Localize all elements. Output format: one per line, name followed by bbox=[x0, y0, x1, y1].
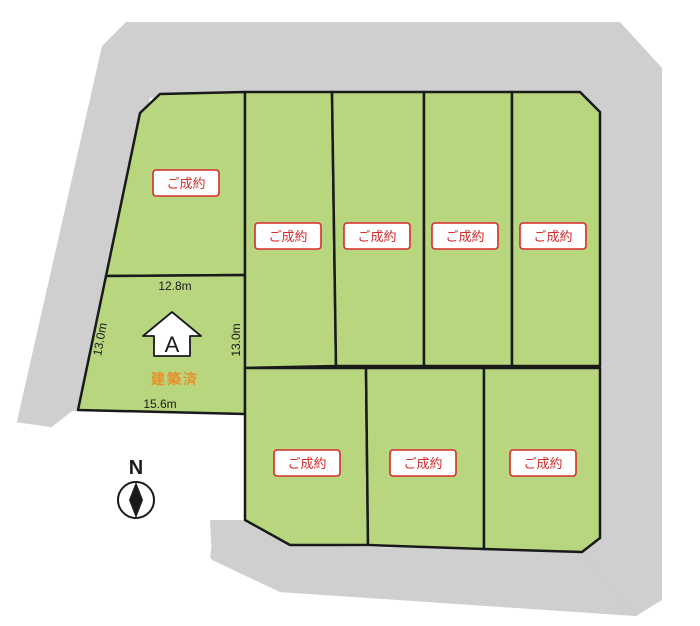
badge-label: ご成約 bbox=[268, 229, 307, 245]
road-south-curve bbox=[210, 520, 636, 616]
badge-label: ご成約 bbox=[166, 176, 205, 192]
badge-label: ご成約 bbox=[287, 456, 326, 472]
badge-label: ご成約 bbox=[445, 229, 484, 245]
badge-box bbox=[431, 222, 499, 250]
sold-badge: ご成約 bbox=[152, 169, 220, 197]
sold-badge: ご成約 bbox=[254, 222, 322, 250]
badge-box bbox=[273, 449, 341, 477]
dimension-bottom: 15.6m bbox=[143, 397, 176, 411]
badge-label: ご成約 bbox=[523, 456, 562, 472]
badge-box bbox=[343, 222, 411, 250]
sold-badge: ご成約 bbox=[273, 449, 341, 477]
compass-needle-icon bbox=[129, 482, 143, 518]
badge-box bbox=[389, 449, 457, 477]
house-icon bbox=[142, 311, 202, 357]
badge-box bbox=[519, 222, 587, 250]
sold-badge: ご成約 bbox=[431, 222, 499, 250]
badge-label: ご成約 bbox=[403, 456, 442, 472]
sold-badge: ご成約 bbox=[509, 449, 577, 477]
compass: N bbox=[117, 457, 155, 519]
sold-badge: ご成約 bbox=[343, 222, 411, 250]
badge-box bbox=[152, 169, 220, 197]
sold-badge: ご成約 bbox=[519, 222, 587, 250]
status-label: 建築済 bbox=[151, 371, 199, 388]
lot-name: A bbox=[165, 332, 180, 357]
badge-box bbox=[254, 222, 322, 250]
badge-label: ご成約 bbox=[533, 229, 572, 245]
dimension-right: 13.0m bbox=[229, 323, 243, 356]
lot-a-details: 12.8m 15.6m 13.0m 13.0m A 建築済 bbox=[90, 279, 243, 411]
street-west bbox=[0, 412, 245, 520]
badge-box bbox=[509, 449, 577, 477]
sold-badge: ご成約 bbox=[389, 449, 457, 477]
dimension-left: 13.0m bbox=[90, 322, 110, 357]
badge-label: ご成約 bbox=[357, 229, 396, 245]
dimension-top: 12.8m bbox=[158, 279, 191, 293]
north-label: N bbox=[129, 457, 143, 479]
